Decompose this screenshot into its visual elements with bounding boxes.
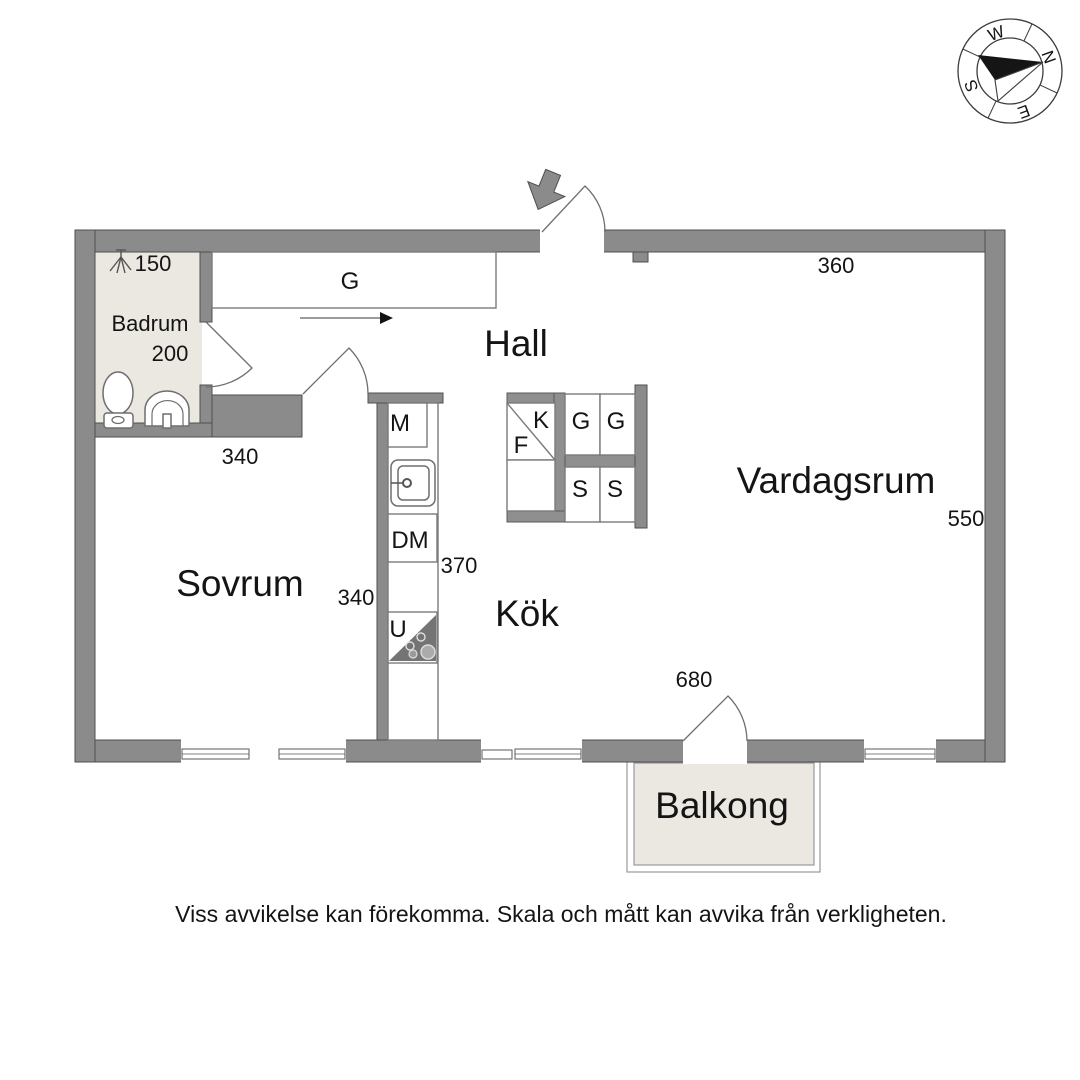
windows bbox=[181, 748, 936, 760]
stove-icon bbox=[389, 615, 436, 661]
bathroom-label: Badrum bbox=[111, 311, 188, 336]
toilet-bowl bbox=[102, 371, 134, 415]
disclaimer-text: Viss avvikelse kan förekomma. Skala och … bbox=[175, 901, 947, 927]
compass-north-label: N bbox=[1038, 48, 1060, 66]
basin-inner bbox=[151, 400, 184, 426]
bathroom-door-swing bbox=[205, 321, 253, 388]
toilet-icon bbox=[102, 371, 134, 429]
entrance-door-swing bbox=[541, 185, 606, 233]
compass-tick-1 bbox=[1023, 23, 1033, 42]
entrance-arrow-icon bbox=[526, 168, 567, 211]
basin-faucet bbox=[162, 413, 172, 429]
wardrobe-1-label: G bbox=[572, 408, 591, 435]
sink-faucet-knob bbox=[402, 478, 412, 488]
toilet-button bbox=[111, 415, 125, 425]
bathroom-wall-upper bbox=[199, 251, 213, 323]
closet-box-2 bbox=[599, 466, 636, 523]
room-labels: Hall Vardagsrum Sovrum Kök Balkong Badru… bbox=[111, 311, 935, 826]
washbasin-icon bbox=[144, 390, 190, 429]
entrance-opening bbox=[540, 228, 604, 254]
compass-tick-4 bbox=[962, 48, 981, 58]
compass-needle-north bbox=[978, 55, 1043, 80]
compass-tick-2 bbox=[1039, 84, 1058, 94]
bedroom-door-swing bbox=[302, 347, 369, 395]
closet-1-label: S bbox=[572, 476, 588, 503]
shower-icon bbox=[109, 249, 132, 274]
dim-hall-width: 340 bbox=[222, 444, 259, 469]
shower-jet-1 bbox=[109, 256, 122, 272]
doors bbox=[205, 185, 748, 742]
shower-jet-3 bbox=[120, 256, 126, 274]
bathroom-wall-lower bbox=[199, 384, 213, 424]
closet-unit bbox=[506, 393, 636, 523]
balcony-label: Balkong bbox=[655, 785, 789, 826]
oven-label: U bbox=[389, 616, 406, 643]
wardrobe-box-2 bbox=[599, 393, 636, 456]
wall-segment-right bbox=[984, 229, 1006, 763]
dim-bathroom-depth: 200 bbox=[152, 341, 189, 366]
shower-jet-2 bbox=[116, 256, 122, 274]
dishwasher-box bbox=[387, 513, 438, 563]
compass-ring-ticks bbox=[962, 23, 1058, 119]
compass-needle-tail bbox=[994, 61, 1044, 103]
burner-1 bbox=[405, 641, 415, 651]
freezer-label: F bbox=[514, 432, 529, 459]
compass-rose: N E S W bbox=[957, 18, 1063, 124]
sliding-arrow-head-icon bbox=[380, 312, 393, 324]
livingroom-label: Vardagsrum bbox=[737, 460, 936, 501]
fixture-labels: G M DM U K F G G S S bbox=[341, 268, 626, 643]
fridge-freezer-diagonal bbox=[506, 402, 556, 461]
hall-wall-nub bbox=[632, 251, 649, 263]
kitchen-label: Kök bbox=[495, 593, 559, 634]
closet-2-label: S bbox=[607, 476, 623, 503]
dim-balcony-width: 680 bbox=[676, 667, 713, 692]
bedroom-label: Sovrum bbox=[176, 563, 303, 604]
hall-bedroom-wall bbox=[211, 394, 303, 438]
compass-tick-3 bbox=[987, 100, 997, 119]
burner-3 bbox=[408, 649, 418, 659]
burner-2 bbox=[416, 632, 426, 642]
wardrobe-box bbox=[211, 251, 497, 309]
balcony-door-swing bbox=[682, 695, 748, 742]
wall-segment-left bbox=[74, 229, 96, 763]
dishwasher-label: DM bbox=[391, 527, 428, 554]
accent-floors bbox=[95, 252, 821, 873]
hall-label: Hall bbox=[484, 323, 548, 364]
hall-wardrobe bbox=[211, 251, 497, 324]
toilet-tank bbox=[103, 412, 134, 429]
burner-4 bbox=[420, 644, 436, 660]
balcony-door-opening bbox=[683, 738, 747, 764]
kitchen-sink-icon bbox=[390, 459, 436, 507]
kitchen-wall-top bbox=[367, 392, 444, 404]
dimension-labels: 150 200 340 340 370 360 550 680 bbox=[135, 251, 985, 692]
wardrobe-box-1 bbox=[564, 393, 601, 456]
microwave-box bbox=[387, 402, 428, 448]
microwave-label: M bbox=[390, 410, 410, 437]
compass-west-label: W bbox=[985, 22, 1007, 45]
closet-wall-bottom bbox=[506, 510, 566, 523]
closet-wall-right bbox=[634, 384, 648, 529]
dim-bedroom-width: 340 bbox=[338, 585, 375, 610]
basin-outer bbox=[144, 390, 190, 427]
wardrobe-2-label: G bbox=[607, 408, 626, 435]
counter-strip bbox=[387, 402, 439, 741]
fridge-label: K bbox=[533, 407, 549, 434]
closet-open-box bbox=[506, 459, 556, 512]
kitchen-window-1 bbox=[481, 749, 513, 760]
shower-jet-4 bbox=[120, 256, 132, 271]
kitchen-counter bbox=[387, 402, 439, 741]
dim-livingroom-depth: 550 bbox=[948, 506, 985, 531]
dim-kitchen-depth: 370 bbox=[441, 553, 478, 578]
kitchen-wall-vertical bbox=[376, 402, 389, 741]
bathroom-fixtures bbox=[102, 249, 190, 429]
dim-bathroom-width: 150 bbox=[135, 251, 172, 276]
dim-livingroom-width: 360 bbox=[818, 253, 855, 278]
hall-wardrobe-label: G bbox=[341, 268, 360, 295]
